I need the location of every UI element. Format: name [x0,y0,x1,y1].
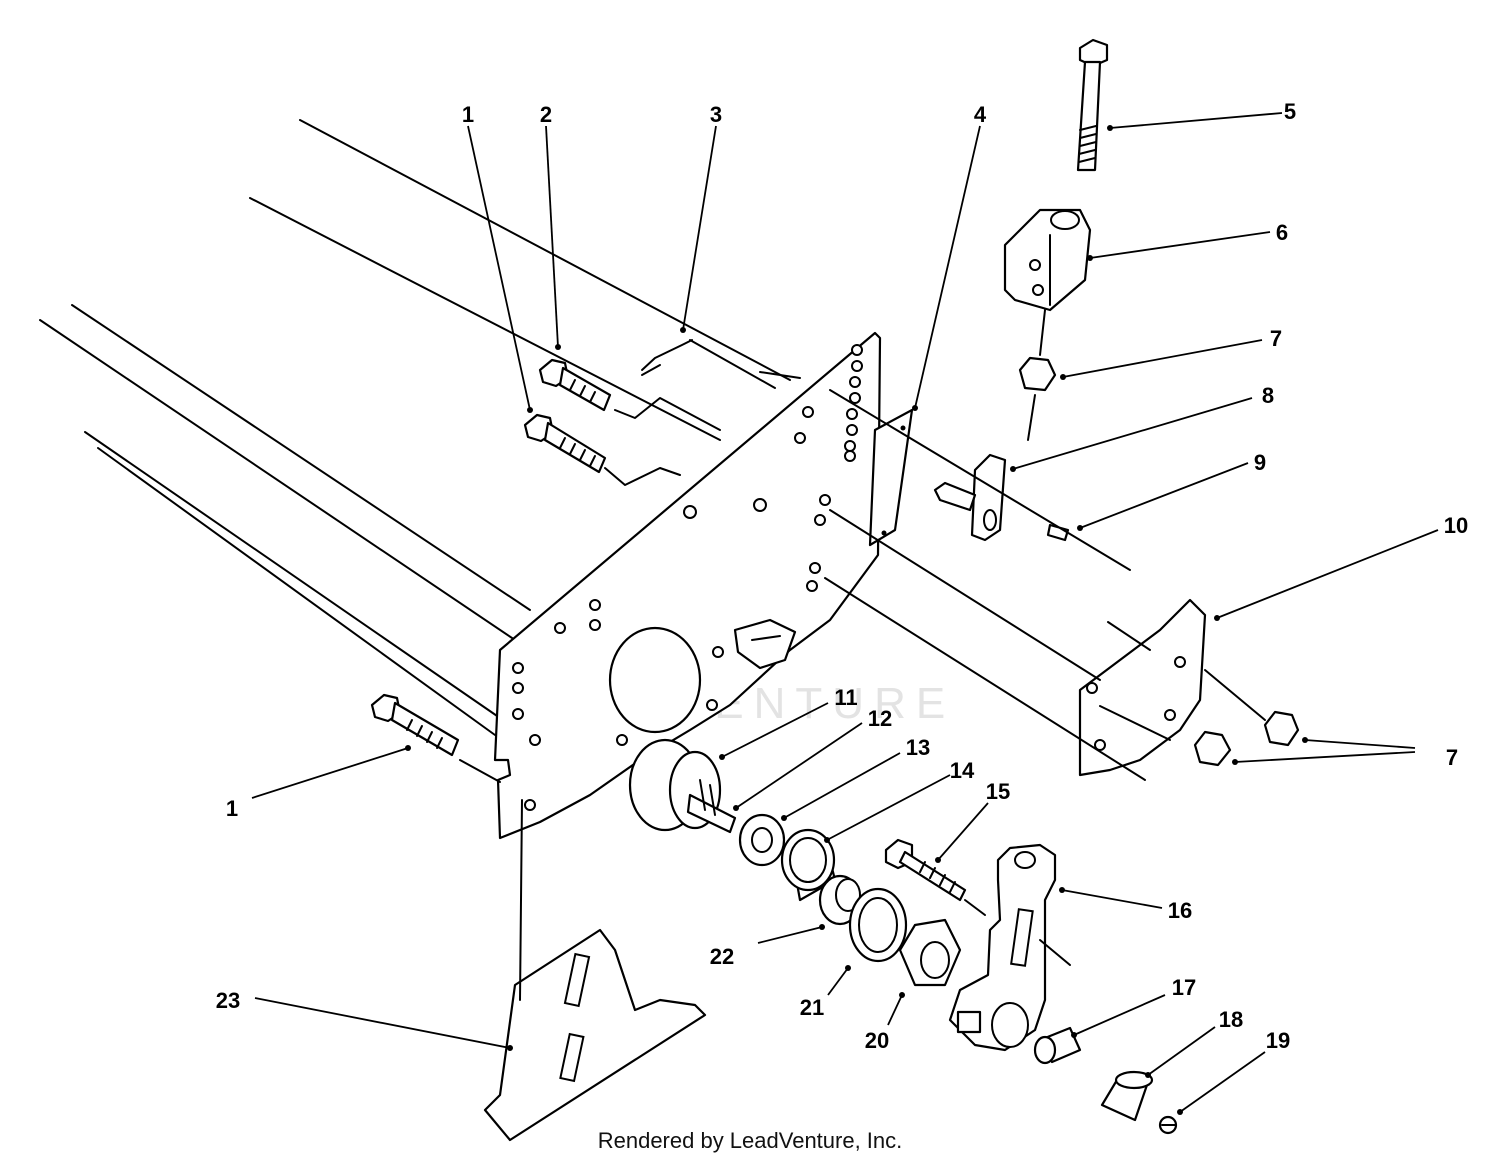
hex-nut-20 [898,918,962,987]
callout-7-top: 7 [1270,326,1282,351]
callout-20: 20 [865,1028,889,1053]
bolt-2 [538,358,612,412]
bushing-17 [1033,1026,1082,1065]
callout-7-right: 7 [1446,745,1458,770]
callout-8: 8 [1262,383,1274,408]
nut-7-upper [1263,710,1300,747]
leader-lines [251,112,1439,1115]
scraper-23 [483,799,707,1142]
frame-lines [39,119,801,736]
bolt-1-top [523,413,607,474]
callout-22: 22 [710,944,734,969]
callout-12: 12 [868,706,892,731]
clevis-6 [1003,208,1092,312]
callout-10: 10 [1444,513,1468,538]
callout-15: 15 [986,779,1010,804]
callout-14: 14 [950,758,975,783]
spacer-18 [1100,1070,1154,1122]
callout-9: 9 [1254,450,1266,475]
assembly-lines [459,309,1266,966]
bolt-15 [884,838,967,902]
bearing-housing [628,738,737,834]
callout-labels: 1 2 3 4 5 6 7 8 9 10 7 11 12 13 14 15 16… [216,99,1468,1053]
callout-21: 21 [800,995,824,1020]
nut-7-lower [1193,730,1232,767]
callout-17: 17 [1172,975,1196,1000]
callout-19: 19 [1266,1028,1290,1053]
bolt-5 [1076,38,1109,172]
callout-13: 13 [906,735,930,760]
strip-4 [868,408,914,547]
bracket-10 [1078,598,1207,777]
link-8 [933,453,1007,542]
seal-ring-21 [848,887,908,963]
callout-1-bottom: 1 [226,796,238,821]
callout-23: 23 [216,988,240,1013]
callout-3: 3 [710,102,722,127]
callout-1-top: 1 [462,102,474,127]
spacer-22 [818,874,862,926]
callout-5: 5 [1284,99,1296,124]
arm-16 [948,843,1057,1052]
callout-4: 4 [974,102,987,127]
callout-6: 6 [1276,220,1288,245]
render-credit: Rendered by LeadVenture, Inc. [597,1128,903,1153]
callout-11: 11 [834,685,857,710]
callout-2: 2 [540,102,552,127]
pin-3 [641,339,693,376]
callout-18: 18 [1219,1007,1243,1032]
callout-16: 16 [1168,898,1192,923]
fitting-19 [1158,1115,1178,1135]
washer-12 [738,813,786,867]
bolt-1-bottom [370,693,460,757]
nut-7-top [1018,356,1057,392]
